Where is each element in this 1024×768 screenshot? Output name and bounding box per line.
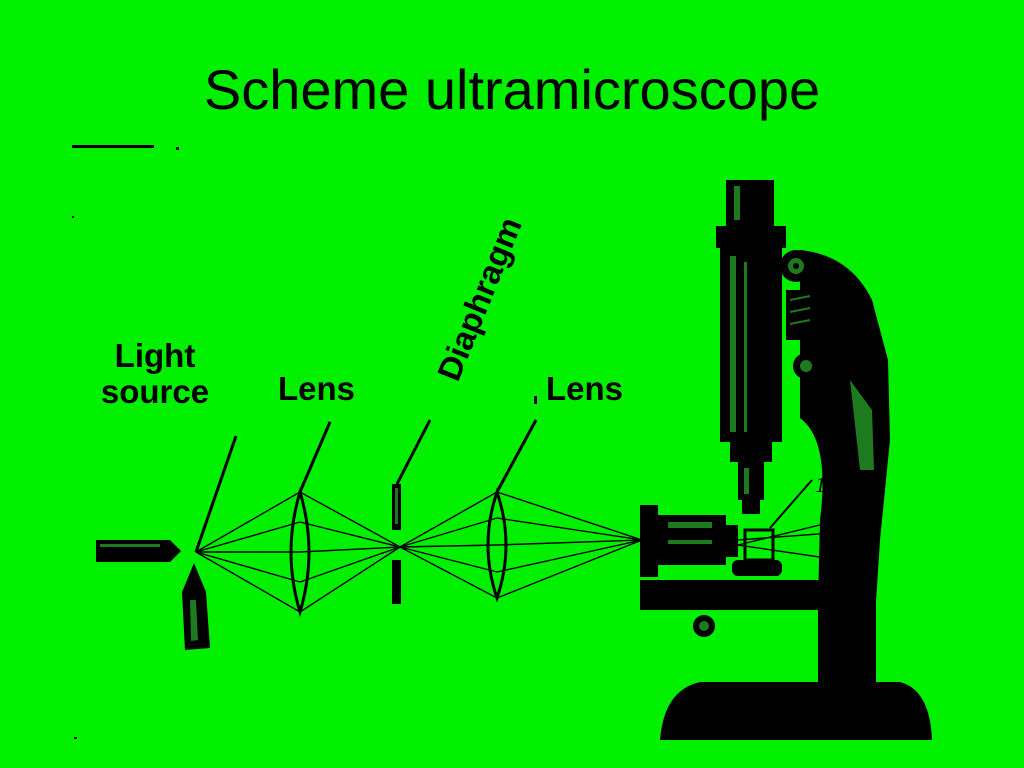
lens-right <box>486 396 538 603</box>
diaphragm-pointer <box>395 419 432 485</box>
microscope-arm <box>800 250 890 602</box>
upper-electrode <box>96 540 181 562</box>
lens-left-label: Lens <box>278 370 356 407</box>
specimen-pointer <box>769 479 813 529</box>
microscope-base <box>660 682 932 740</box>
specimen-cell: 1 <box>732 472 846 576</box>
slide-title: Scheme ultramicroscope <box>203 58 821 121</box>
microscope-tube <box>716 180 786 514</box>
light-rays <box>195 491 643 613</box>
lens-left-pointer <box>298 421 332 493</box>
specimen-marker: 1 <box>815 472 826 497</box>
microscope: 1 <box>640 180 932 740</box>
focus-knobs <box>780 250 819 379</box>
lens-right-label: Lens <box>546 370 624 407</box>
light-source-label: Light source <box>84 337 226 411</box>
diaphragm <box>392 419 432 604</box>
lens-left <box>289 421 332 618</box>
lens-right-pointer <box>495 419 538 493</box>
microscope-stage <box>640 580 828 610</box>
light-source-lamp <box>96 435 238 650</box>
condenser-tube <box>640 505 738 577</box>
light-source-label-line2: source <box>100 373 210 411</box>
scan-artifacts <box>72 145 179 739</box>
light-source-pointer <box>194 435 238 553</box>
light-source-label-line1: Light <box>114 337 196 374</box>
microscope-pillar <box>818 600 876 682</box>
